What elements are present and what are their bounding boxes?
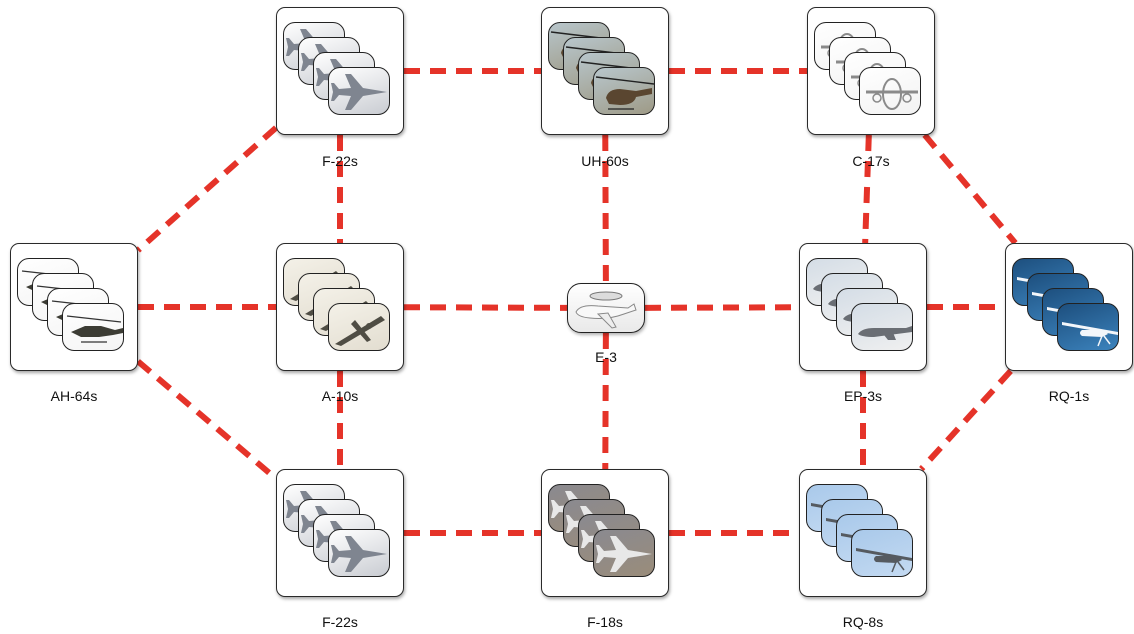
patrol-plane-icon [858, 326, 912, 340]
link-a10-e3 [403, 304, 568, 311]
stack-card [1057, 303, 1119, 351]
cargo-plane-icon [866, 78, 918, 110]
link-e3-f18 [602, 332, 609, 470]
node-f22-bottom[interactable] [276, 469, 404, 597]
stack-card [593, 67, 655, 115]
node-ep3[interactable] [799, 243, 927, 371]
node-rq1[interactable] [1005, 243, 1133, 371]
node-label-rq1: RQ-1s [1048, 388, 1090, 404]
node-c17[interactable] [807, 7, 935, 135]
node-e3[interactable] [567, 283, 645, 333]
node-a10[interactable] [276, 243, 404, 371]
attack-helicopter-icon [66, 315, 123, 343]
node-f18[interactable] [541, 469, 669, 597]
stack-card [328, 67, 390, 115]
stack-card [851, 303, 913, 351]
fighter-jet-icon [331, 74, 387, 110]
fighter-jet-icon [596, 536, 652, 572]
stack-card [851, 529, 913, 577]
node-uh60[interactable] [541, 7, 669, 135]
link-c17-ep3 [862, 134, 872, 244]
link-rq1-rq8 [919, 368, 1013, 472]
stack-card [62, 303, 124, 351]
node-f22-top[interactable] [276, 7, 404, 135]
attack-jet-icon [335, 316, 385, 346]
node-label-e3: E-3 [595, 349, 617, 365]
drone-icon [1062, 322, 1118, 347]
stack-card [859, 67, 921, 115]
node-label-a10: A-10s [321, 388, 359, 404]
node-label-uh60: UH-60s [581, 153, 629, 169]
stack-card [328, 529, 390, 577]
node-rq8[interactable] [799, 469, 927, 597]
stack-card [328, 303, 390, 351]
node-label-ep3: EP-3s [843, 388, 883, 404]
drone-icon [856, 548, 912, 573]
node-label-f22-top: F-22s [322, 153, 358, 169]
link-f22-top-ah64 [136, 125, 278, 253]
stack-card [593, 529, 655, 577]
node-label-f22-bottom: F-22s [322, 614, 358, 630]
node-label-c17: C-17s [852, 153, 890, 169]
node-label-ah64: AH-64s [50, 388, 98, 404]
link-e3-ep3 [644, 304, 800, 311]
node-label-rq8: RQ-8s [842, 614, 884, 630]
link-c17-rq1 [922, 133, 1018, 245]
node-ah64[interactable] [10, 243, 138, 371]
fighter-jet-icon [331, 536, 387, 572]
helicopter-icon [595, 76, 654, 110]
node-label-f18: F-18s [587, 614, 623, 630]
link-ah64-f22-bottom [136, 359, 278, 481]
awacs-plane-icon [575, 291, 637, 329]
